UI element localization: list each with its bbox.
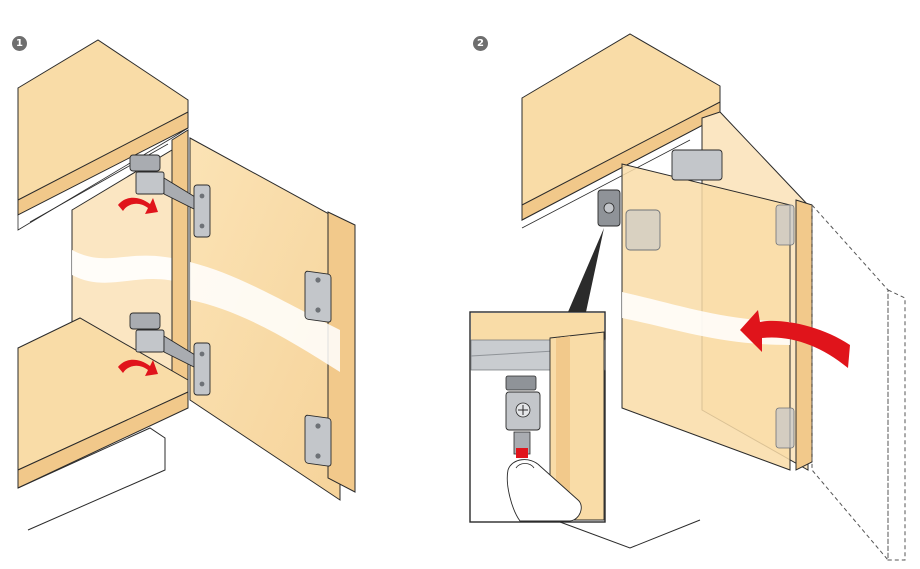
hinge-lower xyxy=(129,312,211,396)
hinge-icon xyxy=(129,154,211,238)
cabinet-side-edge xyxy=(171,129,189,406)
panel-2 xyxy=(469,33,906,562)
step-1-badge: 1 xyxy=(12,36,27,51)
detail-inset xyxy=(469,311,606,523)
step-2-badge: 2 xyxy=(473,36,488,51)
rotate-arrow-icon xyxy=(118,197,158,214)
hinge-plate-top xyxy=(304,270,332,323)
door-swing-arrow-icon xyxy=(740,310,850,368)
door-final-position-outline xyxy=(811,203,889,562)
cabinet-bottom-shelf xyxy=(17,317,189,471)
cabinet-top-shelf-2 xyxy=(521,33,721,221)
hinge-on-door-2 xyxy=(597,149,723,251)
door-edge-1 xyxy=(327,211,356,493)
panel-1 xyxy=(17,39,356,531)
finger-press xyxy=(506,459,582,522)
hinge-plates-edge-2 xyxy=(775,204,795,449)
hinge-plate-bottom xyxy=(304,414,332,467)
rotate-arrow-lower xyxy=(118,359,158,376)
cabinet-bottom-front-edge xyxy=(17,391,189,489)
